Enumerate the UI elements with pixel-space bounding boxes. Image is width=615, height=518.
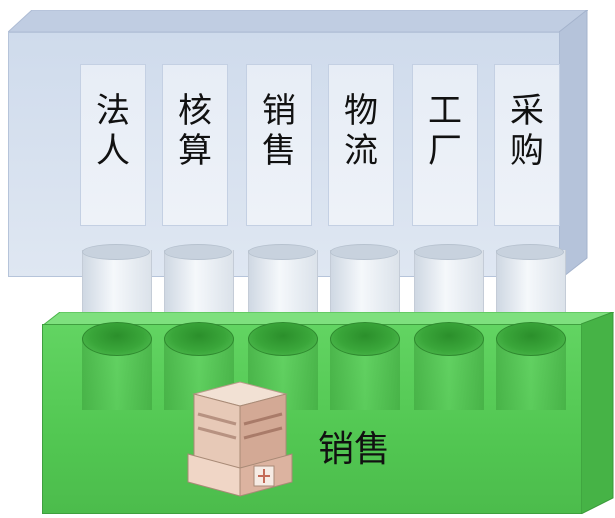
module-card-text: 物 xyxy=(344,91,378,131)
building-icon xyxy=(187,381,293,497)
socket-hole xyxy=(496,322,566,356)
module-card-logistics: 物 流 xyxy=(328,64,394,226)
connector-cap xyxy=(248,244,316,260)
module-card-text: 核 xyxy=(178,91,212,131)
bottom-block-side xyxy=(581,312,614,514)
module-card-text: 采 xyxy=(510,91,544,131)
socket-hole xyxy=(164,322,234,356)
connector-cap xyxy=(330,244,398,260)
socket-hole xyxy=(248,322,318,356)
module-card-factory: 工 厂 xyxy=(412,64,478,226)
module-card-accounting: 核 算 xyxy=(162,64,228,226)
module-card-procurement: 采 购 xyxy=(494,64,560,226)
socket-hole xyxy=(414,322,484,356)
module-card-text: 法 xyxy=(96,91,130,131)
socket-hole xyxy=(330,322,400,356)
module-card-legal-entity: 法 人 xyxy=(80,64,146,226)
top-module-block: 法 人 核 算 销 售 物 流 工 厂 采 购 xyxy=(8,10,588,280)
module-card-text: 销 xyxy=(262,91,296,131)
top-block-side xyxy=(559,10,588,280)
top-block-lid xyxy=(8,10,588,33)
connector-cap xyxy=(164,244,232,260)
connector-cap xyxy=(414,244,482,260)
bottom-block-label: 销售 xyxy=(318,429,391,470)
module-card-text: 人 xyxy=(96,131,130,171)
module-card-text: 厂 xyxy=(428,131,462,171)
module-card-text: 购 xyxy=(510,131,544,171)
socket-hole xyxy=(82,322,152,356)
connector-cap xyxy=(496,244,564,260)
connector-cap xyxy=(82,244,150,260)
module-card-sales: 销 售 xyxy=(246,64,312,226)
module-card-text: 工 xyxy=(428,91,462,131)
module-card-text: 流 xyxy=(344,131,378,171)
module-card-text: 售 xyxy=(262,131,296,171)
module-card-text: 算 xyxy=(178,131,212,171)
